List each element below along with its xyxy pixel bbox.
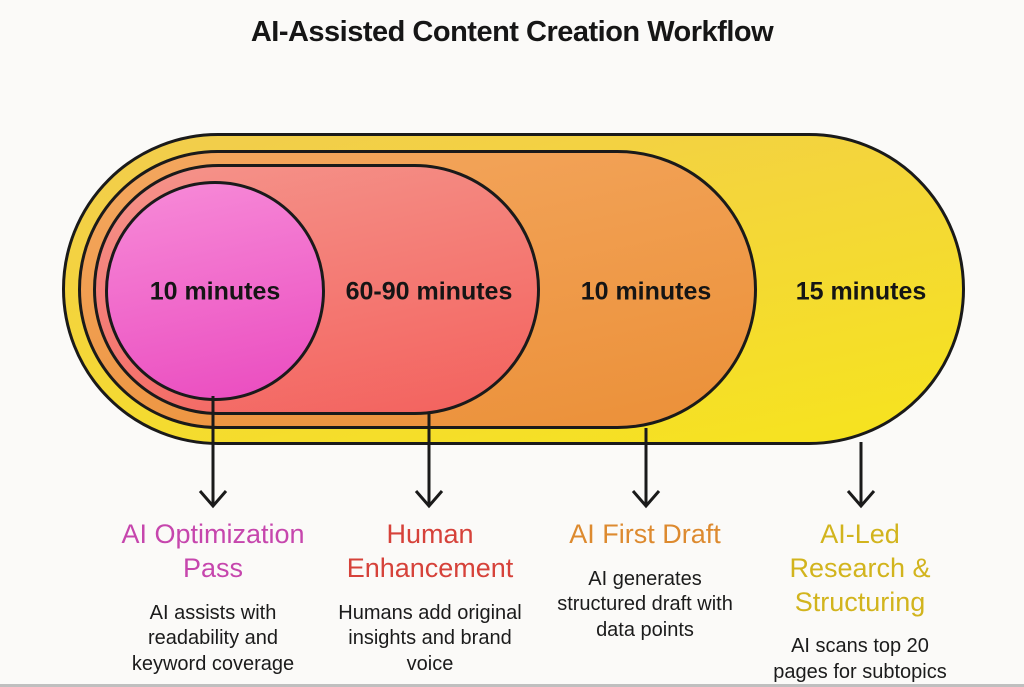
column-ai-led-research: AI-Led Research & Structuring AI scans t… (745, 518, 975, 685)
arrow-down-icon (198, 396, 228, 509)
page-title: AI-Assisted Content Creation Workflow (250, 16, 774, 48)
time-label-ai-first-draft: 10 minutes (580, 277, 712, 306)
column-heading: AI-Led Research & Structuring (789, 519, 931, 617)
column-description: Humans add original insights and brand v… (338, 601, 522, 675)
column-description: AI assists with readability and keyword … (131, 601, 295, 675)
column-ai-optimization-pass: AI Optimization Pass AI assists with rea… (98, 518, 328, 677)
arrow-down-icon (846, 442, 876, 509)
column-ai-first-draft: AI First Draft AI generates structured d… (530, 518, 760, 644)
column-heading: Human Enhancement (346, 519, 514, 583)
column-heading: AI Optimization Pass (121, 519, 305, 583)
time-label-ai-optimization: 10 minutes (149, 277, 281, 306)
column-heading: AI First Draft (569, 519, 721, 549)
time-label-human-enhancement: 60-90 minutes (345, 277, 513, 306)
column-description: AI generates structured draft with data … (557, 567, 733, 641)
column-description: AI scans top 20 pages for subtopics (773, 635, 947, 683)
arrow-down-icon (631, 428, 661, 509)
time-label-ai-led-research: 15 minutes (795, 277, 927, 306)
arrow-down-icon (414, 414, 444, 509)
layer-ai-optimization-pass (105, 181, 325, 401)
bottom-edge-divider (0, 684, 1024, 687)
column-human-enhancement: Human Enhancement Humans add original in… (315, 518, 545, 677)
